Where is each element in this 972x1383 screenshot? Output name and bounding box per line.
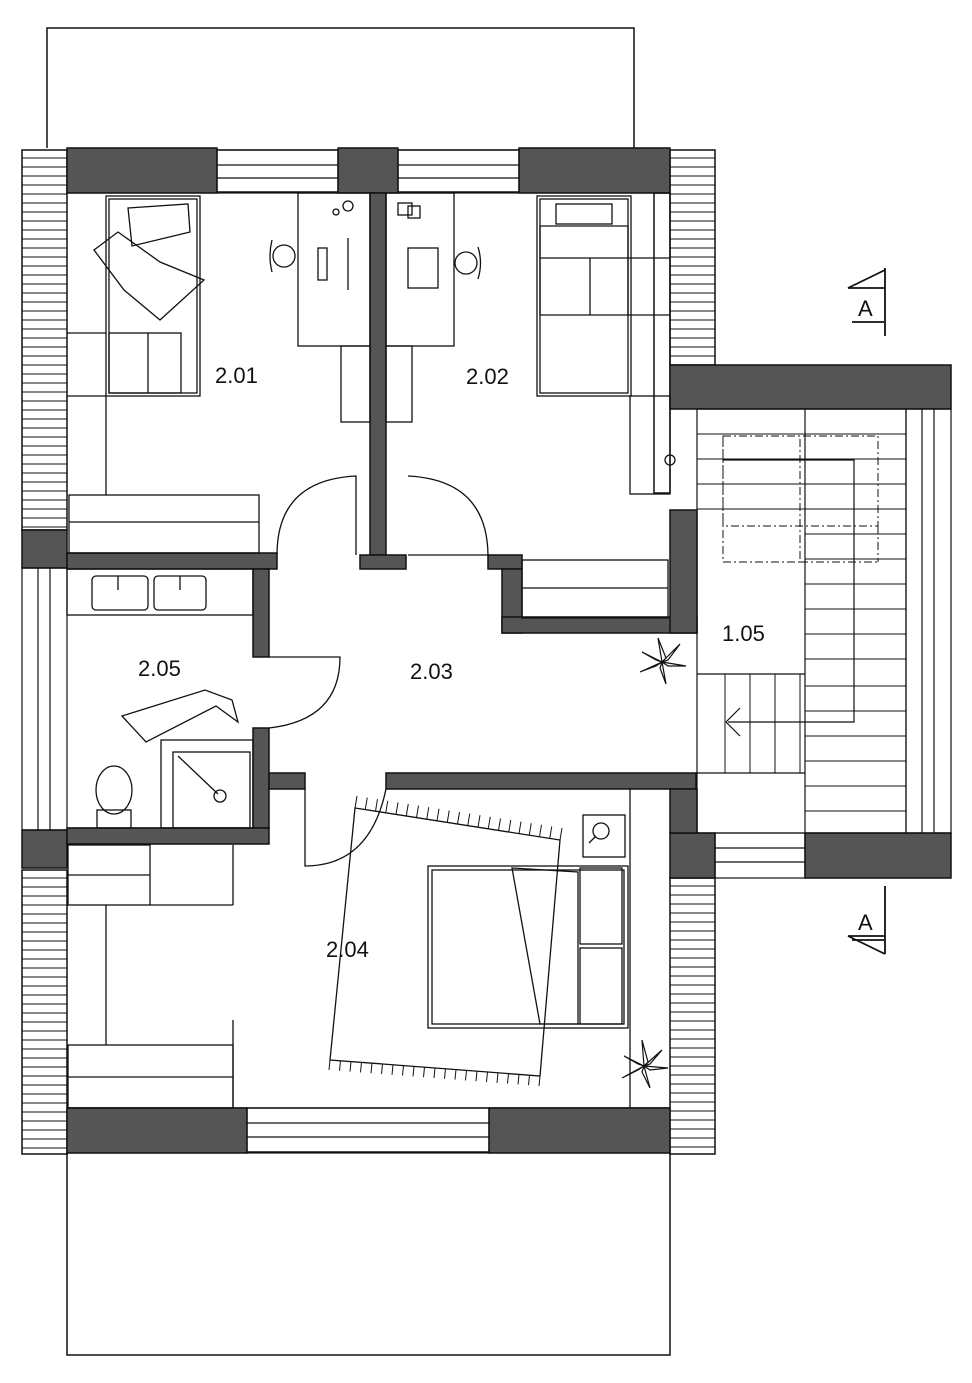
room-label-2-02: 2.02	[466, 364, 509, 389]
section-marker-top	[847, 268, 886, 336]
stair-upper-outline	[722, 435, 879, 563]
plant-icon	[621, 1039, 669, 1089]
room-2-02-furniture	[385, 192, 676, 619]
walls	[21, 147, 952, 1154]
eave-strip-left	[21, 149, 68, 1155]
roof-overhang-top	[46, 27, 635, 148]
windows	[21, 149, 952, 1154]
stairs	[696, 408, 907, 834]
room-2-01-furniture	[67, 192, 371, 554]
section-marker-bottom	[847, 886, 886, 955]
room-2-05-fixtures	[66, 568, 254, 829]
room-label-2-04: 2.04	[326, 937, 369, 962]
doors	[268, 475, 489, 867]
room-label-2-01: 2.01	[215, 363, 258, 388]
room-label-2-05: 2.05	[138, 656, 181, 681]
room-label-2-03: 2.03	[410, 659, 453, 684]
stair-treads	[697, 433, 906, 812]
section-marker-label-bottom: A	[858, 910, 873, 935]
rug-fringe	[328, 795, 563, 1087]
roof-overhang-bottom	[66, 1152, 671, 1356]
section-marker-label-top: A	[858, 296, 873, 321]
room-label-1-05: 1.05	[722, 621, 765, 646]
room-2-04-furniture	[67, 789, 631, 1109]
eave-hatching	[22, 157, 715, 1149]
plant-icon	[639, 637, 687, 685]
